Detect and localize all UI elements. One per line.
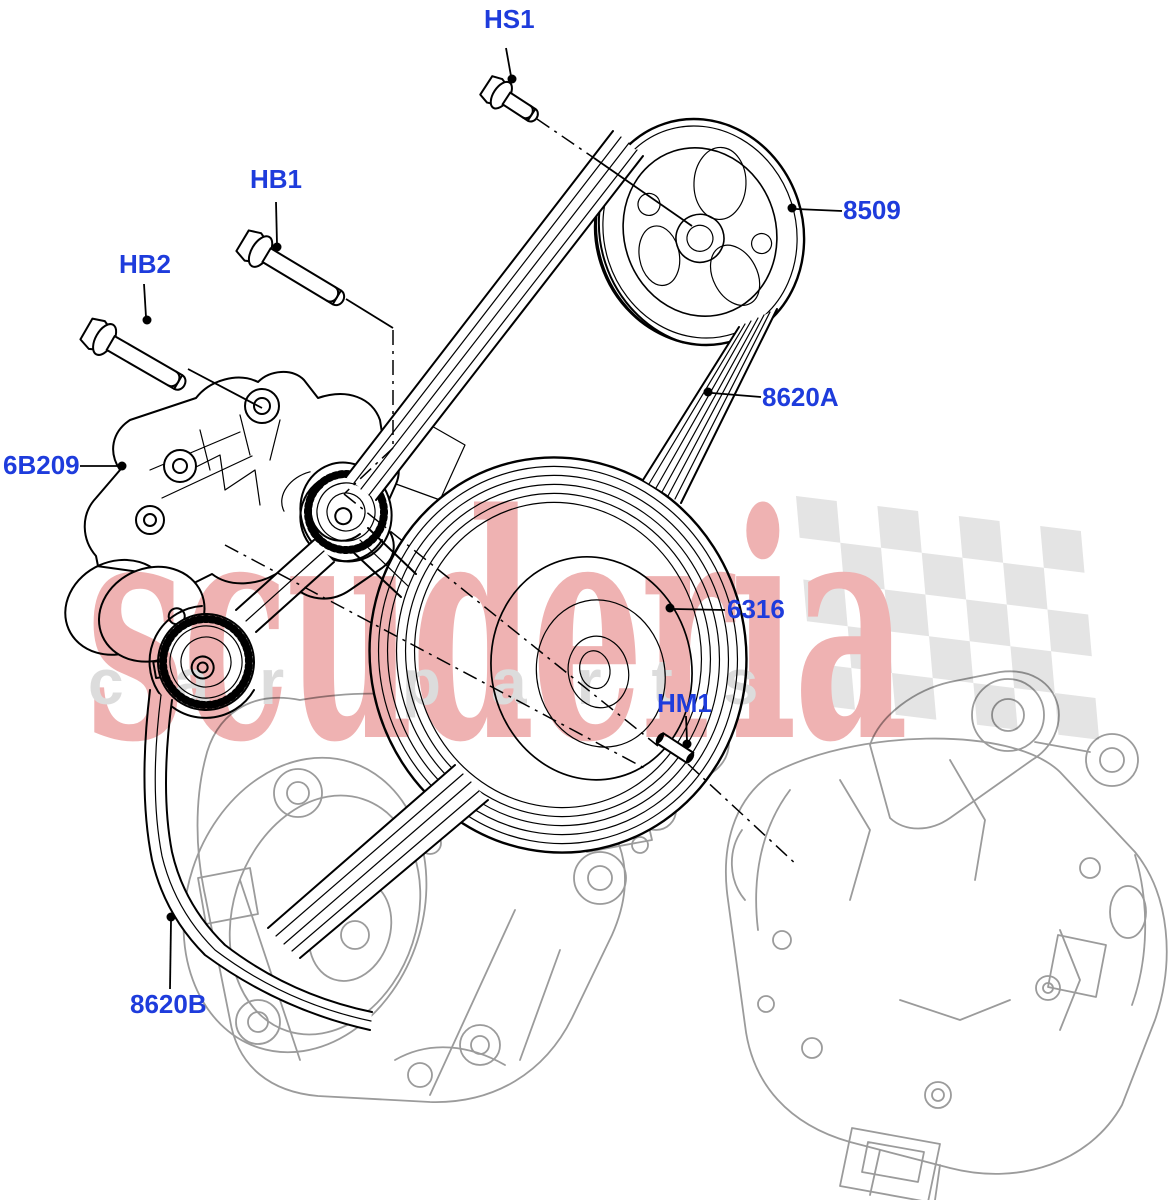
part-label-6316[interactable]: 6316 bbox=[727, 594, 785, 624]
pin-hm1-drawing bbox=[655, 732, 695, 764]
water-pump-pulley-drawing bbox=[593, 117, 806, 347]
part-label-hm1[interactable]: HM1 bbox=[657, 688, 712, 718]
bolt-hs1-drawing bbox=[479, 75, 539, 123]
leader-lines bbox=[80, 47, 843, 990]
part-label-hb1[interactable]: HB1 bbox=[250, 164, 303, 194]
part-label-6b209[interactable]: 6B209 bbox=[3, 450, 80, 480]
drive-belt-drawing bbox=[143, 130, 778, 1031]
crank-pulley-drawing bbox=[368, 456, 748, 854]
bolt-hb1-drawing bbox=[235, 229, 346, 307]
part-label-hs1[interactable]: HS1 bbox=[484, 4, 535, 34]
part-label-8620b[interactable]: 8620B bbox=[130, 989, 207, 1019]
generator-drawing bbox=[725, 670, 1168, 1200]
part-label-8509[interactable]: 8509 bbox=[843, 195, 901, 225]
centerlines bbox=[187, 118, 799, 867]
bolt-hb2-drawing bbox=[79, 317, 187, 391]
part-label-hb2[interactable]: HB2 bbox=[119, 249, 172, 279]
part-label-8620a[interactable]: 8620A bbox=[762, 382, 839, 412]
